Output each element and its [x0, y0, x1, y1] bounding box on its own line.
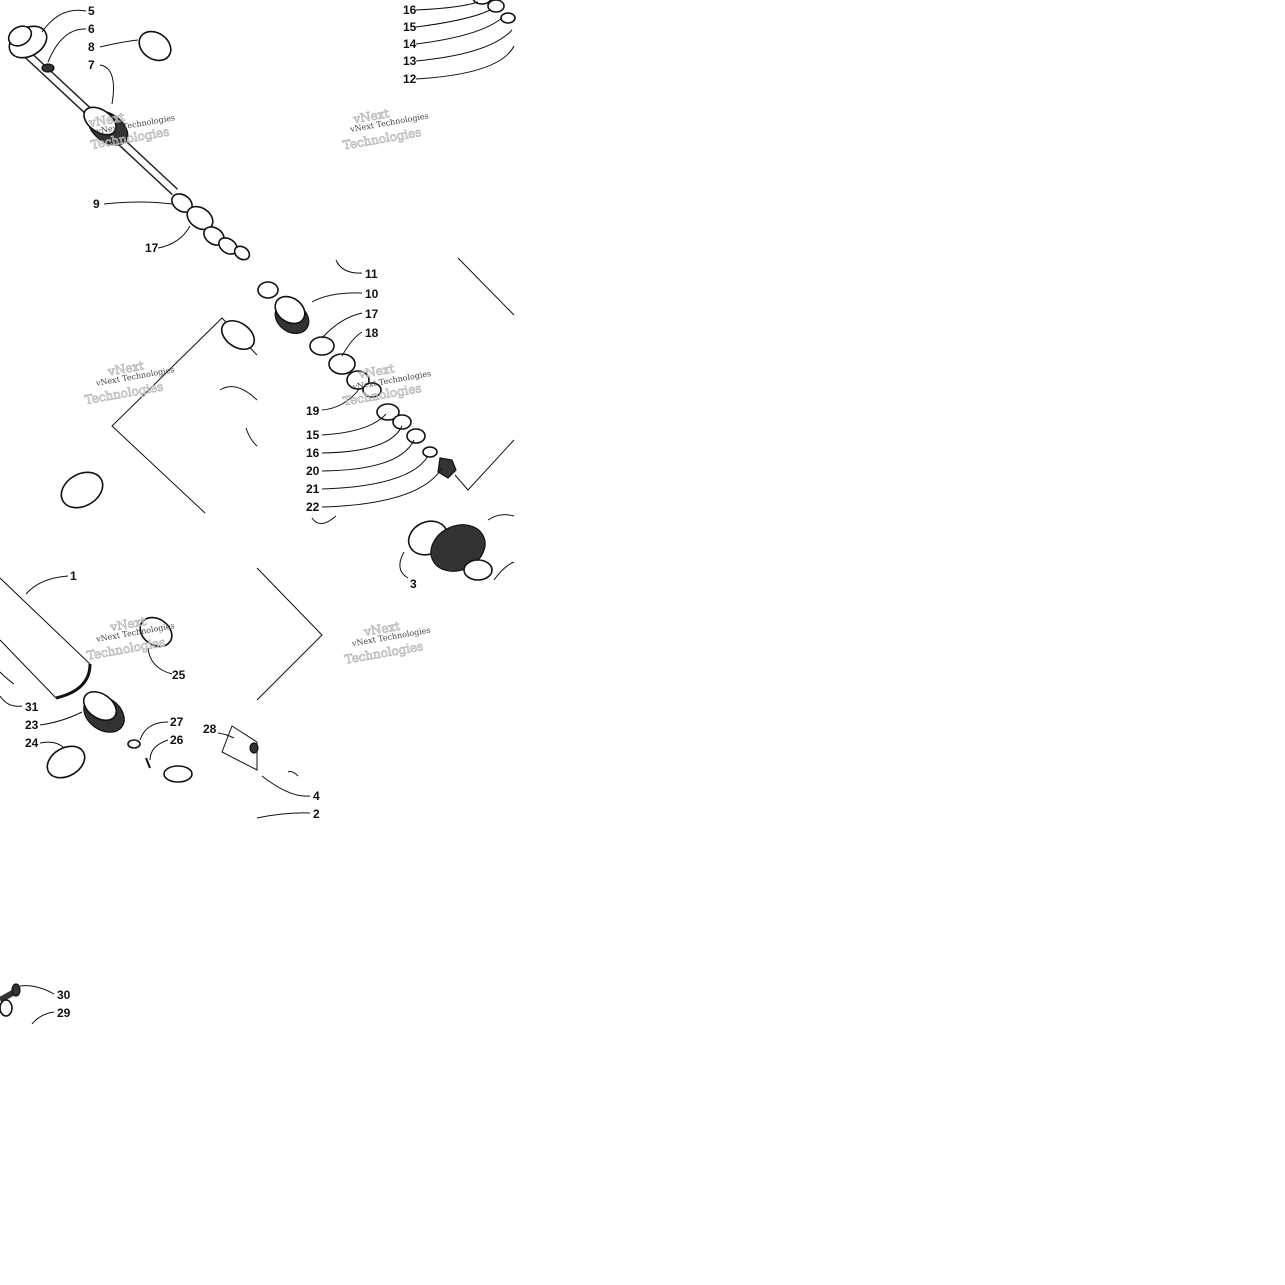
callout-28: 28	[203, 722, 217, 736]
callout-29: 29	[57, 1006, 71, 1020]
callout-9: 9	[93, 197, 100, 211]
tile-top-left: 5 6 8 7 9 17 vNext vNext Technologies Te…	[7, 4, 251, 261]
callout-15b: 15	[306, 428, 320, 442]
callout-2: 2	[313, 807, 320, 821]
callout-16: 16	[403, 3, 417, 17]
callout-26: 26	[170, 733, 184, 747]
callout-17b: 17	[365, 307, 379, 321]
callout-6: 6	[88, 22, 95, 36]
svg-text:vNext: vNext	[362, 619, 401, 639]
callout-3: 3	[410, 577, 417, 591]
callout-25: 25	[172, 668, 186, 682]
tile-middle-left: vNext vNext Technologies Technologies	[60, 317, 258, 514]
callout-30: 30	[57, 988, 71, 1002]
tile-bottom-left: 30 29	[0, 983, 71, 1025]
callout-1: 1	[70, 569, 77, 583]
tile-lower-left: 1 25 31 23 27 24 26 vNext vNext Technolo…	[0, 569, 193, 783]
callout-27: 27	[170, 715, 184, 729]
callout-10: 10	[365, 287, 379, 301]
callout-8: 8	[88, 40, 95, 54]
callout-18: 18	[365, 326, 379, 340]
callout-13: 13	[403, 54, 417, 68]
callout-24: 24	[25, 736, 39, 750]
svg-text:vNext: vNext	[356, 361, 395, 381]
callout-17: 17	[145, 241, 159, 255]
callout-11: 11	[365, 267, 378, 281]
callout-23: 23	[25, 718, 39, 732]
svg-text:vNext: vNext	[351, 106, 390, 126]
tile-top-middle: 16 15 14 13 12 vNext vNext Technologies …	[341, 0, 516, 153]
tile-center: 11 10 17 18 19 15 16 20 21 22 3 vNext vN…	[257, 257, 515, 591]
callout-7: 7	[88, 58, 95, 72]
callout-12: 12	[403, 72, 417, 86]
callout-21: 21	[306, 482, 320, 496]
svg-text:vNext: vNext	[106, 358, 145, 378]
callout-14: 14	[403, 37, 417, 51]
callout-20: 20	[306, 464, 320, 478]
callout-4: 4	[313, 789, 320, 803]
callout-22: 22	[306, 500, 320, 514]
svg-text:vNext: vNext	[108, 614, 147, 634]
tile-lower-middle: 28 4 2 vNext vNext Technologies Technolo…	[203, 567, 431, 821]
svg-text:vNext: vNext	[87, 110, 126, 130]
callout-15: 15	[403, 20, 417, 34]
callout-19: 19	[306, 404, 320, 418]
callout-5: 5	[88, 4, 95, 18]
callout-31: 31	[25, 700, 39, 714]
callout-16b: 16	[306, 446, 320, 460]
